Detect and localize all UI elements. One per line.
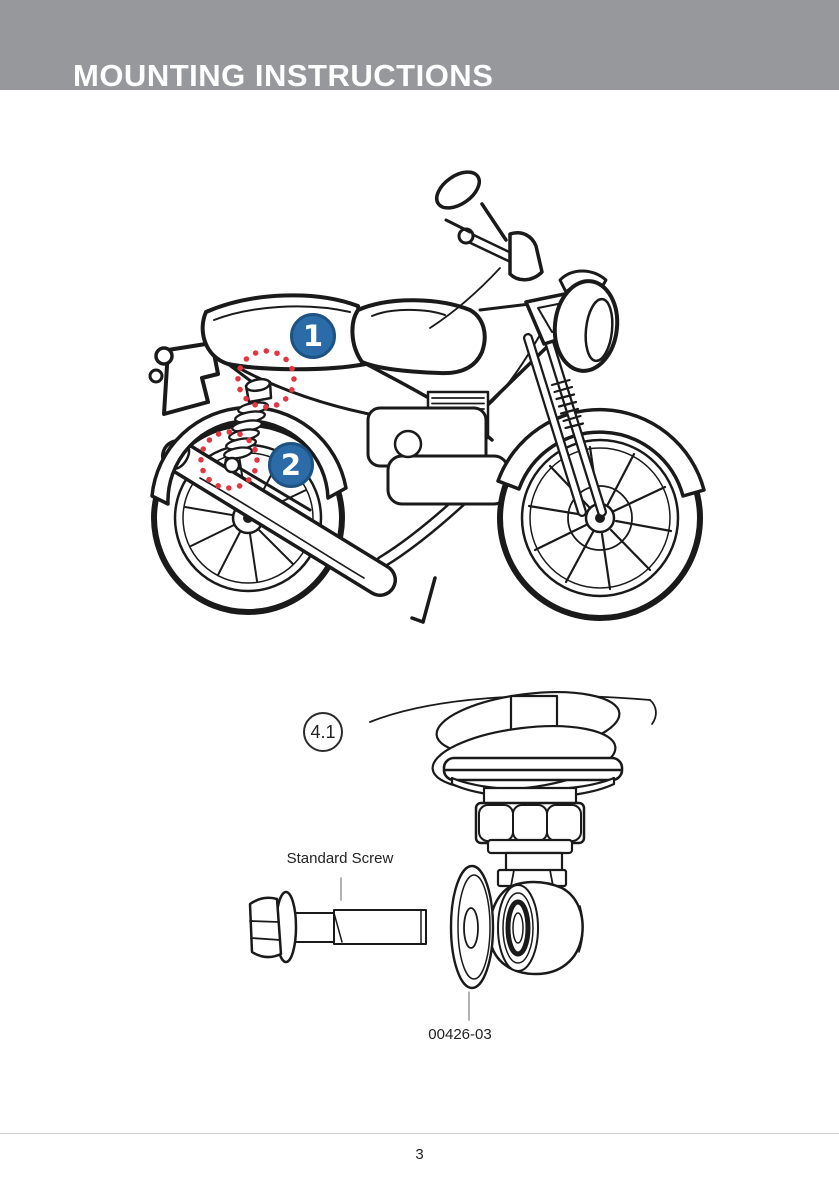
motorcycle-figure <box>140 160 720 640</box>
kickstand <box>410 576 437 624</box>
detail-figure <box>230 680 660 1060</box>
motorcycle-illustration <box>148 170 706 624</box>
part-number-label: 00426-03 <box>428 1026 492 1043</box>
front-fork <box>523 327 607 517</box>
standard-screw-label: Standard Screw <box>286 850 394 867</box>
header-bar <box>0 0 839 90</box>
fuel-tank <box>350 298 487 376</box>
tail-section <box>148 341 220 416</box>
highlight-circle-bottom-mount <box>198 429 260 491</box>
callout-2-badge: 2 <box>268 442 314 488</box>
highlight-circle-top-mount <box>235 348 297 410</box>
page-number: 3 <box>415 1146 424 1163</box>
engine <box>366 390 510 506</box>
flange-bolt <box>248 890 427 964</box>
mirror <box>435 170 481 210</box>
shock-detail-illustration <box>248 691 657 1021</box>
rear-fender <box>150 405 348 506</box>
adjuster-collar <box>474 786 586 855</box>
washer <box>449 864 495 990</box>
headlight <box>552 269 620 373</box>
callout-1-badge: 1 <box>290 313 336 359</box>
page-title: MOUNTING INSTRUCTIONS <box>73 58 494 93</box>
frame-cut-line <box>369 694 657 725</box>
shock-eye-end <box>488 880 584 976</box>
rear-shock <box>223 377 273 474</box>
figure-number-badge: 4.1 <box>303 712 343 752</box>
footer-divider <box>0 1133 839 1134</box>
handlebar-cluster <box>429 170 544 329</box>
